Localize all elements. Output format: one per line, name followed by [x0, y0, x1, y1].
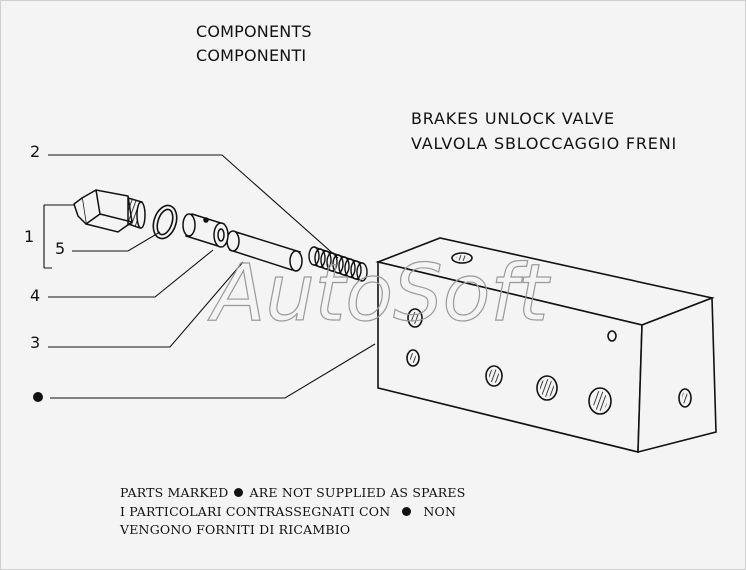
assembly-title: BRAKES UNLOCK VALVE VALVOLA SBLOCCAGGIO … — [411, 106, 677, 156]
threaded-fitting-part — [73, 189, 146, 233]
note-line-1-start: PARTS MARKED — [120, 485, 229, 500]
note-line-2-end: NON — [423, 503, 457, 519]
note-line-3: VENGONO FORNITI DI RICAMBIO — [120, 522, 351, 537]
spares-note: PARTS MARKED ARE NOT SUPPLIED AS SPARES I… — [120, 484, 466, 540]
callout-3: 3 — [30, 333, 41, 352]
leader-3 — [48, 261, 244, 348]
note-line-2-start: I PARTICOLARI CONTRASSEGNATI CON — [120, 503, 391, 519]
leader-4 — [48, 249, 214, 298]
o-ring-part — [152, 204, 178, 240]
piston-rod-part — [226, 230, 303, 272]
port-hole — [607, 330, 617, 342]
watermark-text: AutoSoft — [207, 249, 551, 339]
not-supplied-marker-dot — [33, 392, 43, 402]
marker-dot-icon — [402, 506, 412, 516]
valve-body-block — [375, 237, 717, 454]
callout-2: 2 — [30, 142, 41, 161]
note-line-1: PARTS MARKED ARE NOT SUPPLIED AS SPARES — [120, 484, 466, 503]
assembly-title-it: VALVOLA SBLOCCAGGIO FRENI — [411, 134, 677, 153]
callout-1: 1 — [24, 227, 35, 246]
leader-2 — [48, 154, 339, 259]
spring-part — [308, 246, 368, 282]
marker-dot-icon — [234, 488, 244, 497]
header-line-en: COMPONENTS — [196, 22, 312, 41]
note-line-2: I PARTICOLARI CONTRASSEGNATI CON NON — [120, 503, 466, 522]
note-line-1-end: ARE NOT SUPPLIED AS SPARES — [249, 485, 466, 500]
header-line-it: COMPONENTI — [196, 46, 307, 65]
leader-lines — [43, 154, 376, 399]
callout-4: 4 — [30, 286, 41, 305]
leader-body — [50, 343, 376, 399]
section-header: COMPONENTS COMPONENTI — [196, 20, 312, 68]
assembly-title-en: BRAKES UNLOCK VALVE — [411, 109, 615, 128]
leader-5 — [72, 231, 161, 252]
callout-5: 5 — [55, 239, 66, 258]
block-side-face — [637, 296, 717, 454]
sleeve-part — [182, 213, 229, 248]
